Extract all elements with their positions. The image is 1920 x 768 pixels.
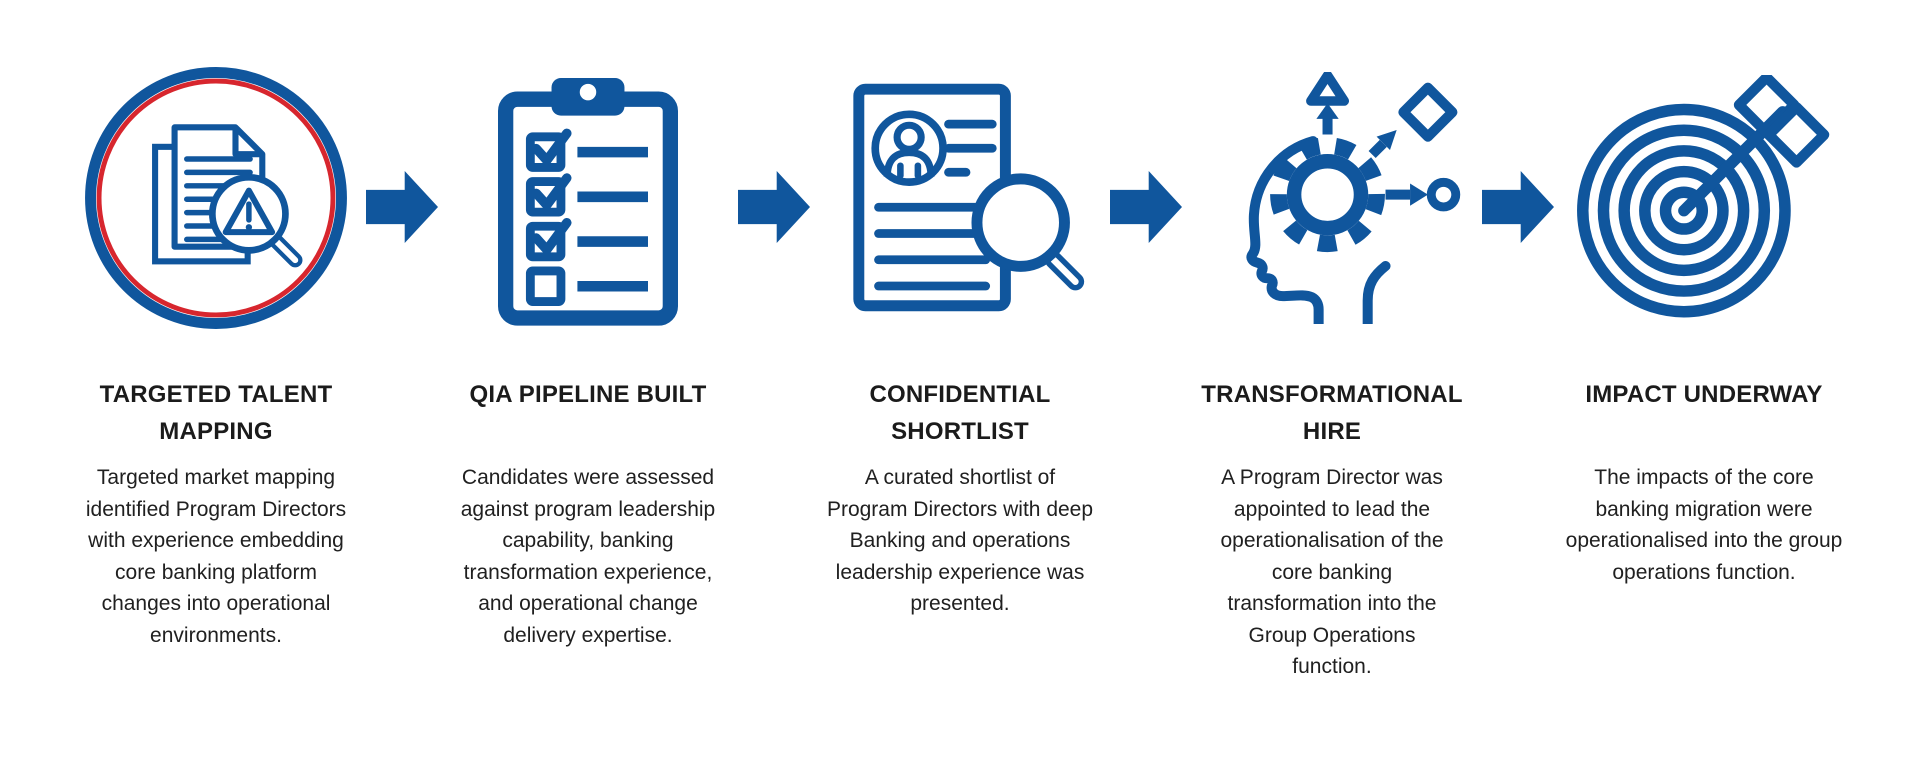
step-description: A curated shortlist of Program Directors…: [826, 466, 1094, 616]
flow-arrow-icon: [738, 170, 810, 244]
step-title: CONFIDENTIAL SHORTLIST: [869, 381, 1051, 446]
head-gear-icon: [1197, 52, 1467, 344]
step-description: Targeted market mapping identified Progr…: [85, 466, 347, 647]
step-targeted-talent-mapping: TARGETED TALENT MAPPING Targeted market …: [66, 52, 366, 651]
step-description: The impacts of the core banking migratio…: [1565, 466, 1843, 584]
step-description: A Program Director was appointed to lead…: [1220, 466, 1444, 679]
flow-arrow-icon: [366, 170, 438, 244]
clipboard-checklist-icon: [488, 52, 688, 344]
process-flow-row: TARGETED TALENT MAPPING Targeted market …: [66, 52, 1854, 683]
flow-arrow-icon: [1482, 170, 1554, 244]
resume-magnifier-icon: [826, 52, 1094, 344]
target-arrow-icon: [1569, 52, 1839, 344]
step-description: Candidates were assessed against program…: [460, 466, 716, 647]
step-confidential-shortlist: CONFIDENTIAL SHORTLIST A curated shortli…: [810, 52, 1110, 620]
flow-arrow-icon: [1110, 170, 1182, 244]
step-title: TARGETED TALENT MAPPING: [99, 381, 333, 446]
documents-alert-magnifier-icon: [82, 52, 350, 344]
step-transformational-hire: TRANSFORMATIONAL HIRE A Program Director…: [1182, 52, 1482, 683]
step-title: IMPACT UNDERWAY: [1585, 381, 1823, 408]
step-title: QIA PIPELINE BUILT: [469, 381, 707, 408]
step-qia-pipeline-built: QIA PIPELINE BUILT Candidates were asses…: [438, 52, 738, 651]
step-impact-underway: IMPACT UNDERWAY The impacts of the core …: [1554, 52, 1854, 588]
step-title: TRANSFORMATIONAL HIRE: [1201, 381, 1463, 446]
